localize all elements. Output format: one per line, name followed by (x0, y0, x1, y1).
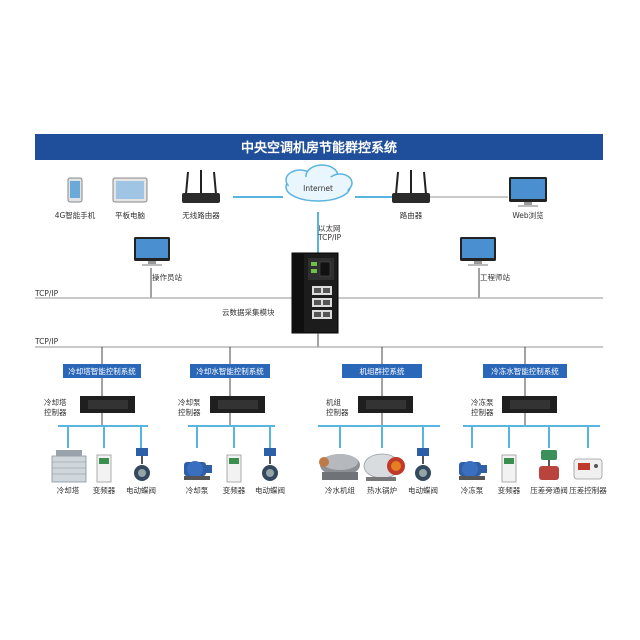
chiller-unit-icon (319, 454, 360, 480)
tablet-icon (112, 177, 148, 203)
cooling-tower-controller-label-2: 控制器 (44, 407, 67, 417)
cloud-module-label: 云数据采集模块 (222, 307, 275, 317)
ethernet-label: 以太网 (318, 223, 341, 233)
wireless-router-icon (182, 170, 220, 203)
router-icon (392, 170, 430, 203)
tcpip-bus-label-2: TCP/IP (34, 337, 59, 346)
device-valve-label-2: 电动蝶阀 (255, 485, 285, 495)
subsystem-chiller-group-bar (342, 364, 422, 378)
device-chiller-label: 冷水机组 (325, 485, 355, 495)
title-bar: 中央空调机房节能群控系统 (35, 134, 603, 160)
operator-station-label: 操作员站 (152, 272, 182, 282)
subsystem-chilled-water-title: 冷冻水智能控制系统 (491, 366, 559, 376)
inverter-icon (96, 454, 112, 483)
chiller-controller-label-2: 控制器 (326, 407, 349, 417)
phone-label: 4G智能手机 (55, 210, 96, 220)
boiler-icon (363, 453, 405, 481)
cooling-tower-controller-label-1: 冷却塔 (44, 397, 67, 407)
ethernet-tcpip-label: TCP/IP (317, 233, 342, 242)
subsystem-cooling-tower-bar (63, 364, 141, 378)
pressure-controller-icon (573, 458, 603, 480)
wireless-router-label: 无线路由器 (182, 210, 220, 220)
device-inverter-label-1: 变频器 (93, 485, 116, 495)
subsystem-chiller-group-title: 机组群控系统 (360, 366, 405, 376)
subsystem-chilled-water-bar (483, 364, 567, 378)
device-inverter-label-4: 变频器 (498, 485, 521, 495)
internet-cloud: Internet (285, 164, 353, 202)
device-valve-label-1: 电动蝶阀 (126, 485, 156, 495)
operator-monitor-icon (134, 237, 170, 266)
engineer-station-label: 工程师站 (480, 272, 510, 282)
engineer-monitor-icon (460, 237, 496, 266)
device-cooling-tower-label: 冷却塔 (57, 485, 80, 495)
inverter-icon (501, 454, 517, 483)
pump-icon (184, 461, 212, 480)
bypass-valve-icon (539, 450, 559, 480)
subsystem-cooling-water: 冷却水智能控制系统 冷却泵 控制器 冷却泵 变频器 电动蝶阀 (178, 347, 285, 495)
device-bypass-valve-label: 压差旁通阀 (530, 485, 568, 495)
butterfly-valve-icon (415, 448, 431, 481)
device-inverter-label-2: 变频器 (223, 485, 246, 495)
device-chilled-pump-label: 冷冻泵 (461, 485, 484, 495)
cooling-water-controller-label-2: 控制器 (178, 407, 201, 417)
subsystem-chilled-water: 冷冻水智能控制系统 冷冻泵 控制器 冷 (459, 347, 607, 495)
subsystem-cooling-water-title: 冷却水智能控制系统 (196, 366, 264, 376)
subsystem-cooling-water-bar (190, 364, 270, 378)
web-browse-label: Web浏览 (512, 210, 544, 220)
subsystem-chiller-group: 机组群控系统 机组 控制器 冷水机组 热水锅炉 电动 (318, 347, 440, 495)
diagram-title: 中央空调机房节能群控系统 (241, 140, 397, 156)
chiller-controller-label-1: 机组 (326, 397, 341, 407)
subsystem-cooling-tower-title: 冷却塔智能控制系统 (68, 366, 136, 376)
subsystem-cooling-tower: 冷却塔智能控制系统 冷却塔 控制器 冷却塔 变频器 电动 (44, 347, 156, 495)
device-boiler-label: 热水锅炉 (367, 485, 397, 495)
butterfly-valve-icon (134, 448, 150, 481)
cloud-data-module-icon (291, 252, 339, 334)
device-valve-label-3: 电动蝶阀 (408, 485, 438, 495)
cooling-tower-icon (51, 450, 87, 483)
router-label: 路由器 (400, 210, 423, 220)
device-pressure-controller-label: 压差控制器 (569, 485, 607, 495)
device-cooling-pump-label: 冷却泵 (186, 485, 209, 495)
phone-icon (67, 177, 83, 203)
chilled-water-controller-label-1: 冷冻泵 (471, 397, 494, 407)
tablet-label: 平板电脑 (115, 210, 145, 220)
chilled-water-controller-label-2: 控制器 (471, 407, 494, 417)
pump-icon (459, 461, 487, 480)
cooling-water-controller-label-1: 冷却泵 (178, 397, 201, 407)
butterfly-valve-icon (262, 448, 278, 481)
internet-label: Internet (303, 184, 333, 193)
web-monitor-icon (509, 177, 547, 207)
tcpip-bus-label-1: TCP/IP (34, 289, 59, 298)
inverter-icon (226, 454, 242, 483)
